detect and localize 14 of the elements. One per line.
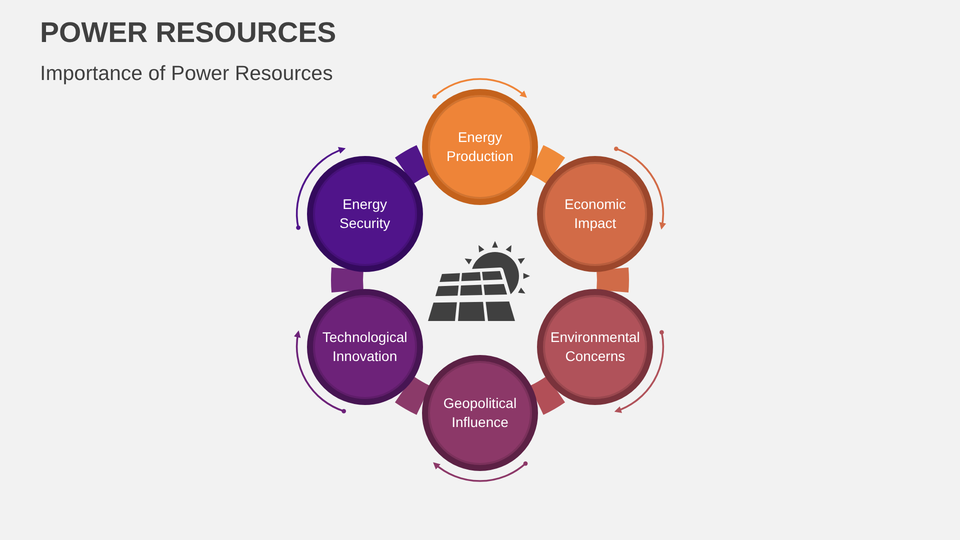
- ring-segment: [530, 145, 565, 184]
- ring-segment: [530, 376, 565, 415]
- ring-segment: [395, 376, 430, 415]
- title: POWER RESOURCES: [40, 16, 336, 50]
- step-label: Technological Innovation: [322, 328, 408, 366]
- step-label: Economic Impact: [564, 194, 626, 232]
- step-label: Energy Security: [340, 194, 390, 232]
- step-label: Environmental Concerns: [550, 328, 640, 366]
- ring-segment: [395, 145, 430, 184]
- subtitle: Importance of Power Resources: [40, 62, 333, 86]
- ring-segment: [331, 268, 364, 292]
- step-label: Energy Production: [446, 128, 514, 166]
- ring-segment: [596, 268, 629, 292]
- step-label: Geopolitical Influence: [443, 394, 517, 432]
